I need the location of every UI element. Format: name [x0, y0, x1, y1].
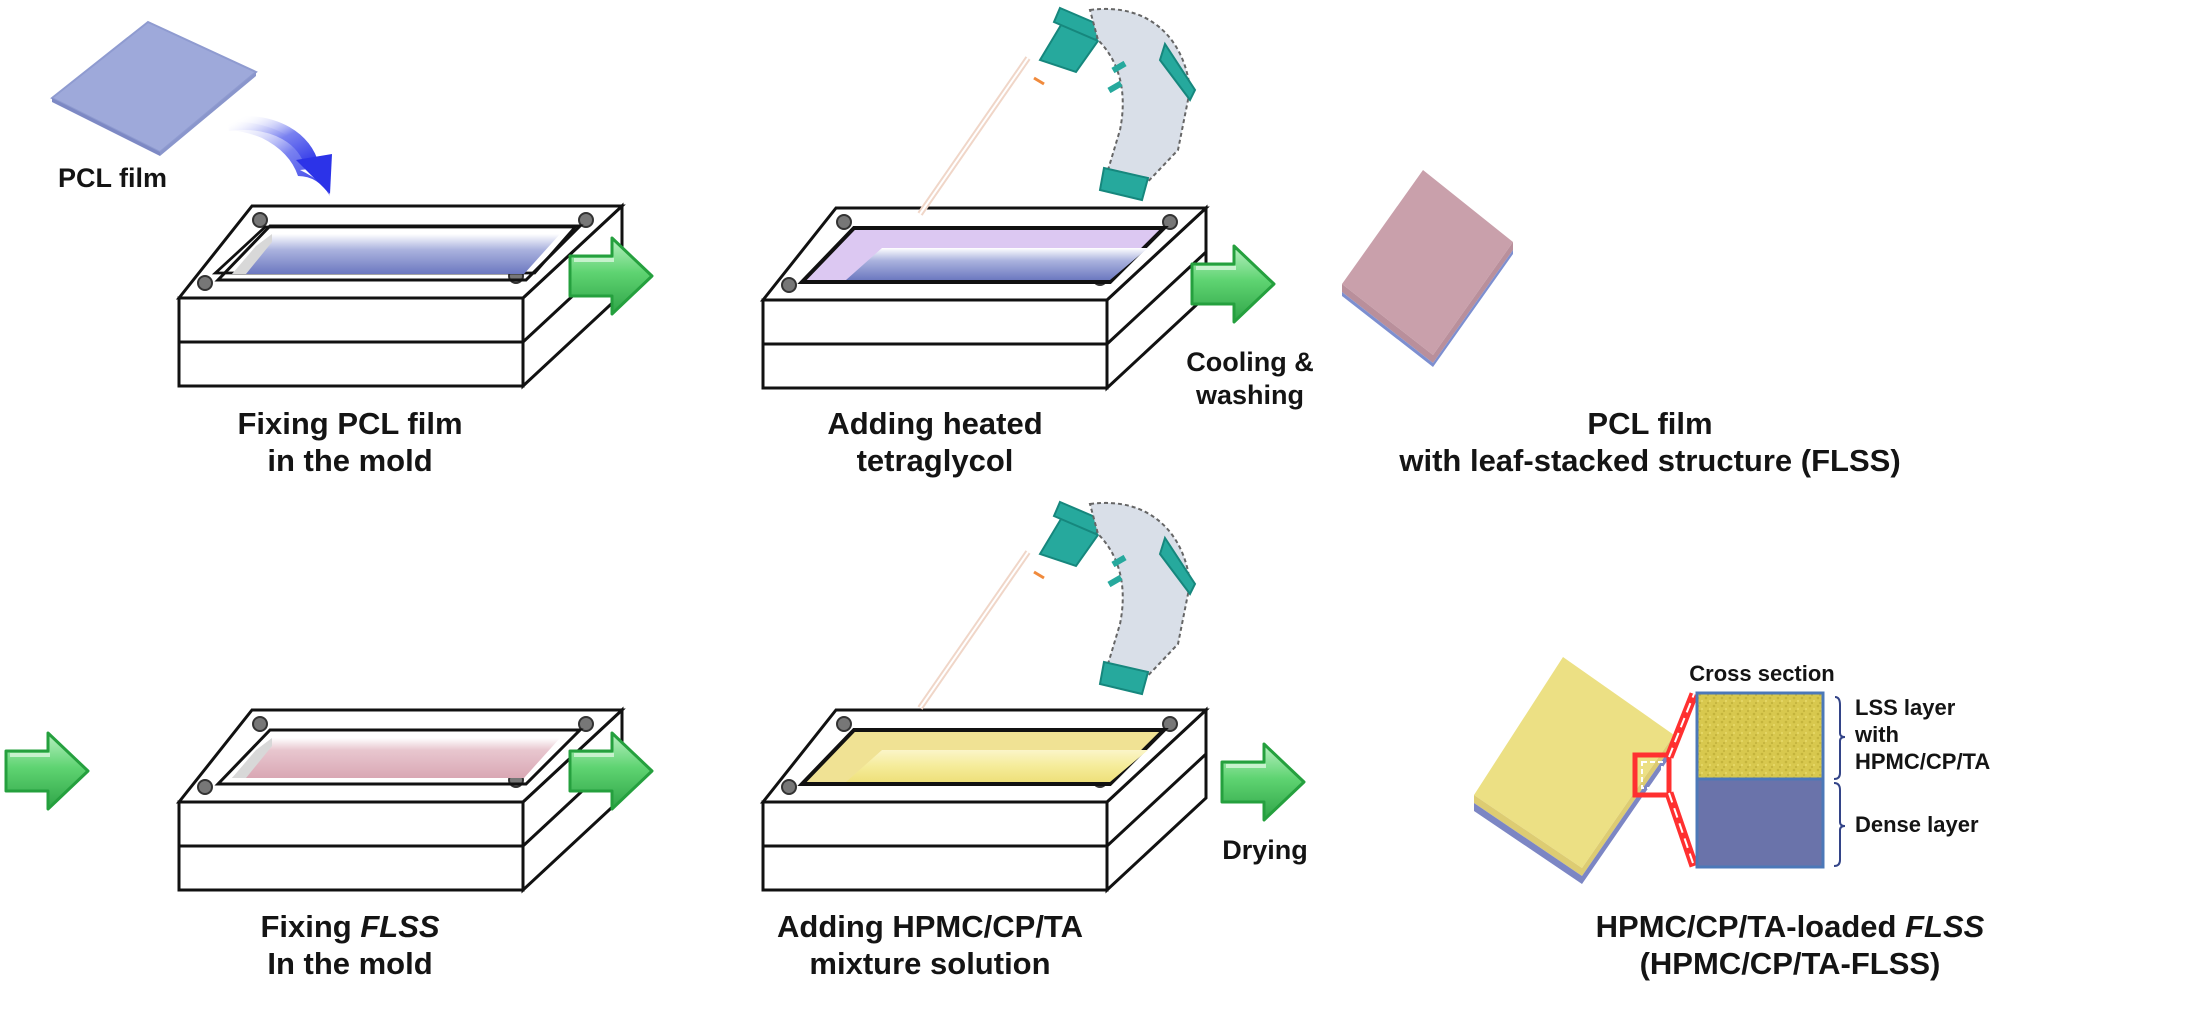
step1-caption-line1: Fixing PCL film: [237, 406, 463, 441]
step2-caption: Adding heated tetraglycol: [745, 405, 1125, 479]
step3-caption: Fixing FLSS In the mold: [160, 908, 540, 982]
flss-caption-line1: PCL film: [1587, 406, 1713, 441]
step3-caption-line1: Fixing FLSS: [260, 909, 440, 944]
cooling-caption-line2: washing: [1195, 380, 1304, 410]
loaded-flss-caption: HPMC/CP/TA-loaded FLSS (HPMC/CP/TA-FLSS): [1450, 908, 2130, 982]
step4-caption: Adding HPMC/CP/TA mixture solution: [720, 908, 1140, 982]
loaded-flss-caption-line1: HPMC/CP/TA-loaded FLSS: [1595, 909, 1985, 944]
mold-step1: [177, 204, 624, 388]
step1-caption-line2: in the mold: [267, 443, 433, 478]
pcl-film-sheet: [50, 20, 258, 156]
drying-caption: Drying: [1222, 835, 1308, 865]
lss-layer-label: LSS layer with HPMC/CP/TA: [1855, 695, 1991, 774]
step2-caption-line1: Adding heated: [827, 406, 1043, 441]
pipette-icon: [917, 500, 1197, 710]
flss-caption: PCL film with leaf-stacked structure (FL…: [1300, 405, 2000, 479]
step4-caption-line2: mixture solution: [809, 946, 1051, 981]
zoom-marker: [1632, 692, 1699, 868]
cross-section-diagram: [1695, 691, 1846, 869]
flss-film-sheet: [1342, 170, 1513, 367]
lss-bracket: [1833, 696, 1846, 780]
dense-layer-label: Dense layer: [1855, 812, 1979, 837]
loaded-flss-caption-line2: (HPMC/CP/TA-FLSS): [1639, 946, 1941, 981]
pcl-film-label: PCL film: [58, 163, 168, 193]
mold-step4: [761, 708, 1208, 892]
dense-bracket: [1833, 782, 1846, 867]
curved-blue-arrow-icon: [227, 116, 332, 196]
green-arrow-icon: [4, 731, 90, 811]
loaded-flss-film: [1474, 657, 1674, 884]
mold-step2: [761, 206, 1208, 390]
step3-caption-line2: In the mold: [267, 946, 433, 981]
cross-section-title: Cross section: [1689, 661, 1835, 686]
mold-step3: [177, 708, 624, 892]
pipette-icon: [917, 6, 1197, 216]
step1-caption: Fixing PCL film in the mold: [160, 405, 540, 479]
green-arrow-icon: [1220, 742, 1306, 822]
lss-layer: [1695, 691, 1825, 781]
step2-caption-line2: tetraglycol: [856, 443, 1014, 478]
cooling-washing-caption: Cooling & washing: [1175, 346, 1325, 412]
cooling-caption-line1: Cooling &: [1186, 347, 1314, 377]
step4-caption-line1: Adding HPMC/CP/TA: [777, 909, 1083, 944]
flss-caption-line2: with leaf-stacked structure (FLSS): [1399, 443, 1901, 478]
dense-layer: [1695, 777, 1825, 869]
